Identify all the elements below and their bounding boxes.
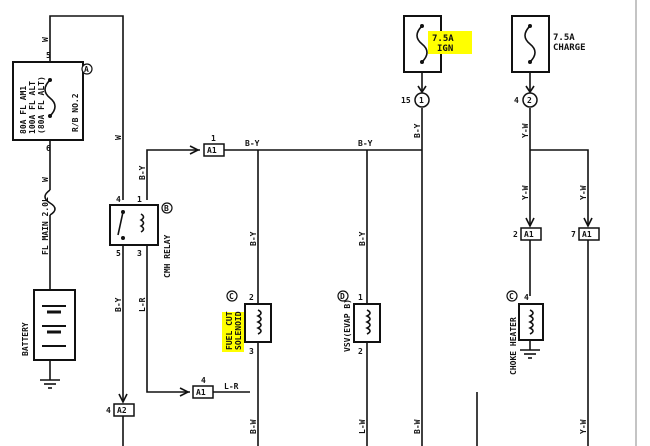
vsv-pin-top: 1 bbox=[358, 293, 363, 302]
choke-label: CHOKE HEATER bbox=[509, 317, 518, 375]
choke-pin-top: 4 bbox=[524, 293, 529, 302]
wire-label-by-vsv: B-Y bbox=[358, 231, 367, 246]
fl-main-label: FL MAIN 2.0L bbox=[41, 197, 50, 255]
junction-1-label: 1 bbox=[419, 96, 424, 105]
wire-label-w-top: W bbox=[41, 37, 50, 42]
fl-main-fuse: FL MAIN 2.0L bbox=[41, 189, 56, 255]
wire-label-lw-vsv: L-W bbox=[358, 419, 367, 434]
rb-pin-top: 5 bbox=[46, 51, 51, 60]
wire-label-by-relay: B-Y bbox=[138, 165, 147, 180]
vsv-callout: D bbox=[340, 292, 345, 301]
connector-a1-bottom: A1 4 bbox=[179, 376, 214, 399]
fuel-cut-line2: SOLENOID bbox=[234, 311, 243, 350]
relay-pin-3: 3 bbox=[137, 249, 142, 258]
fuel-cut-solenoid: FUEL CUT SOLENOID C 2 3 bbox=[222, 290, 272, 356]
rb-fuse-1: 80A FL AM1 bbox=[19, 86, 28, 134]
junction-2-pin: 4 bbox=[514, 96, 519, 105]
choke-heater: CHOKE HEATER C 4 bbox=[506, 290, 544, 375]
a1-top-pin: 1 bbox=[211, 134, 216, 143]
fuel-cut-line1: FUEL CUT bbox=[225, 311, 234, 350]
wire-label-lr-a1: L-R bbox=[224, 382, 239, 391]
choke-callout: C bbox=[509, 292, 514, 301]
rb-box-name: R/B NO.2 bbox=[71, 93, 80, 132]
relay-label: CMH RELAY bbox=[163, 234, 172, 278]
fuse-charge-rating: 7.5A bbox=[553, 33, 575, 43]
a2-pin: 4 bbox=[106, 406, 111, 415]
rb-callout: A bbox=[84, 65, 89, 74]
wire-label-bw-fuel: B-W bbox=[249, 419, 258, 434]
fuse-ign-rating: 7.5A bbox=[432, 34, 454, 44]
a1-choke-pin: 2 bbox=[513, 230, 518, 239]
wire-label-by-fuel: B-Y bbox=[249, 231, 258, 246]
wire-label-bw-ign: B-W bbox=[413, 419, 422, 434]
fuse-ign-name: IGN bbox=[437, 44, 453, 54]
junction-1: 1 15 bbox=[401, 85, 430, 108]
connector-a1-choke: A1 2 bbox=[513, 217, 542, 241]
wire-label-by-top2: B-Y bbox=[358, 139, 373, 148]
junction-2-label: 2 bbox=[527, 96, 532, 105]
vsv-label: VSV(EVAP B) bbox=[343, 299, 352, 352]
fuel-cut-callout: C bbox=[229, 292, 234, 301]
rb-fuse-3: (80A FL ALT) bbox=[37, 76, 46, 134]
rb-fuse-2: 100A FL ALT bbox=[28, 81, 37, 134]
relay-pin-1: 1 bbox=[137, 195, 142, 204]
wire-label-lr-relay: L-R bbox=[138, 297, 147, 312]
wire-label-by-low: B-Y bbox=[114, 297, 123, 312]
wire-label-yw-bottom: Y-W bbox=[579, 419, 588, 434]
vsv-evap: VSV(EVAP B) D 1 2 bbox=[337, 290, 381, 356]
fuse-charge-name: CHARGE bbox=[553, 43, 586, 53]
cmh-relay: 4 1 5 3 B CMH RELAY bbox=[109, 195, 173, 278]
connector-a1-right: A1 7 bbox=[571, 217, 600, 241]
wire-labels: W W W B-Y B-Y B-Y B-Y B-Y B-Y B-Y L-R L-… bbox=[41, 37, 588, 434]
wire-label-yw-mid: Y-W bbox=[521, 185, 530, 200]
wire-label-yw-right: Y-W bbox=[579, 185, 588, 200]
fuse-charge: 7.5A CHARGE bbox=[511, 15, 586, 73]
junction-2: 2 4 bbox=[514, 85, 538, 108]
wire-lines bbox=[49, 15, 589, 446]
connector-a2: A2 4 bbox=[106, 393, 135, 417]
wire-label-w-relay: W bbox=[114, 135, 123, 140]
rb-pin-bottom: 6 bbox=[46, 144, 51, 153]
a1-bottom-pin: 4 bbox=[201, 376, 206, 385]
a1-bottom-label: A1 bbox=[196, 388, 206, 397]
wire-label-yw-top: Y-W bbox=[521, 123, 530, 138]
wire-label-by-top1: B-Y bbox=[245, 139, 260, 148]
wire-label-by-ign: B-Y bbox=[413, 123, 422, 138]
fuel-cut-pin-top: 2 bbox=[249, 293, 254, 302]
a1-right-pin: 7 bbox=[571, 230, 576, 239]
vsv-pin-bottom: 2 bbox=[358, 347, 363, 356]
a1-top-label: A1 bbox=[207, 146, 217, 155]
fuse-ign: 7.5A IGN bbox=[403, 15, 472, 73]
a1-choke-label: A1 bbox=[524, 230, 534, 239]
battery: BATTERY bbox=[21, 289, 76, 389]
connector-a1-top: A1 1 bbox=[189, 134, 225, 157]
relay-pin-4: 4 bbox=[116, 195, 121, 204]
relay-callout: B bbox=[164, 204, 169, 213]
battery-label: BATTERY bbox=[21, 322, 30, 356]
relay-pin-5: 5 bbox=[116, 249, 121, 258]
a2-label: A2 bbox=[117, 406, 127, 415]
rb-no2-fuse-box: 80A FL AM1 100A FL ALT (80A FL ALT) R/B … bbox=[12, 51, 93, 153]
wire-label-w-mid: W bbox=[41, 177, 50, 182]
a1-right-label: A1 bbox=[582, 230, 592, 239]
junction-1-pin: 15 bbox=[401, 96, 411, 105]
fuel-cut-pin-bottom: 3 bbox=[249, 347, 254, 356]
